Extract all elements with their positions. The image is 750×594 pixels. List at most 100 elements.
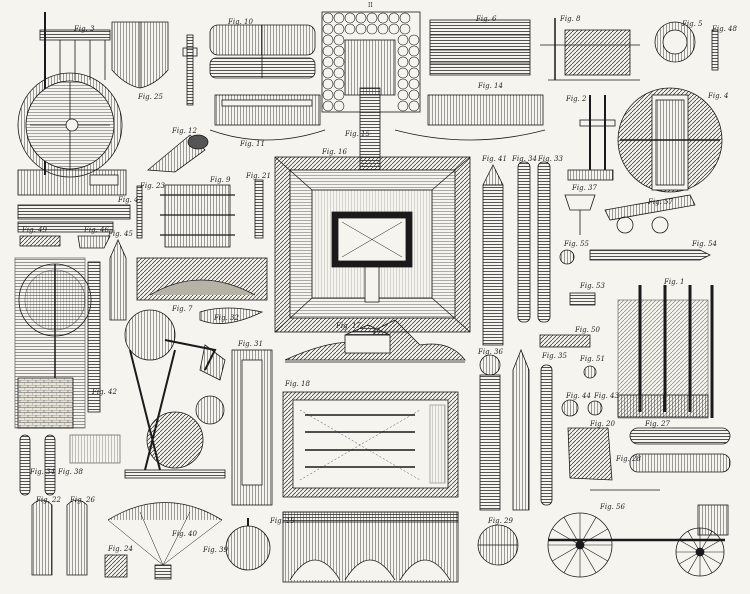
shot-ball — [333, 34, 345, 46]
shot-ball — [397, 34, 409, 46]
fig28-label: Fig. 28 — [616, 455, 641, 463]
fig2-label: Fig. 2 — [566, 95, 587, 103]
fig3-wheel-machine — [17, 12, 127, 196]
fig11-label: Fig. 11 — [240, 140, 265, 148]
fig32-label: Fig. 32 — [214, 314, 239, 322]
shot-ball — [408, 56, 420, 68]
fig12-label: Fig. 12 — [172, 127, 197, 135]
shot-ball — [397, 67, 409, 79]
fig43-label: Fig. 43 — [594, 392, 619, 400]
wheel-spoke — [699, 551, 721, 565]
fig50-pile — [136, 257, 268, 301]
wheel-spoke — [687, 551, 701, 573]
fig21-label: Fig. 21 — [246, 172, 271, 180]
fig8-label: Fig. 8 — [560, 15, 581, 23]
shot-ball — [333, 56, 345, 68]
fig34b-label: Fig. 34 — [30, 468, 55, 476]
fig37-label: Fig. 37 — [572, 184, 597, 192]
shot-ball — [322, 56, 334, 68]
shot-ball — [377, 23, 389, 35]
shot-ball — [322, 89, 334, 101]
wheel-spoke — [699, 539, 721, 553]
shot-ball — [377, 12, 389, 24]
fig15-ball-ring — [322, 12, 420, 112]
shot-ball — [322, 45, 334, 57]
shot-ball — [366, 12, 378, 24]
fig39-label: Fig. 39 — [203, 546, 228, 554]
fig5-label: Fig. 5 — [682, 20, 703, 28]
shot-ball — [344, 23, 356, 35]
wheel-spoke — [699, 531, 713, 553]
fig7-label: Fig. 7 — [172, 305, 193, 313]
fig51-label: Fig. 51 — [580, 355, 605, 363]
fig35-label: Fig. 35 — [542, 352, 567, 360]
shot-ball — [355, 12, 367, 24]
shot-ball — [408, 78, 420, 90]
fig57-cannon — [604, 194, 696, 234]
fig53-label: Fig. 53 — [580, 282, 605, 290]
shot-ball — [388, 23, 400, 35]
fig9-stack — [160, 184, 235, 248]
fig23-label: Fig. 23 — [140, 182, 165, 190]
shot-ball — [397, 56, 409, 68]
fig16-fortress-plan — [274, 156, 471, 333]
fig29-label: Fig. 29 — [488, 517, 513, 525]
shot-ball — [344, 12, 356, 24]
shot-ball — [399, 23, 411, 35]
shot-ball — [322, 34, 334, 46]
fig17-landscape — [284, 319, 466, 363]
fig2-gear-wheel — [14, 257, 92, 429]
fig17-label: Fig. 17 — [336, 322, 361, 330]
fig47-label: Fig. 47 — [118, 196, 143, 204]
shot-ball — [333, 12, 345, 24]
fig18-gun-rails — [305, 414, 415, 468]
fig34-label: Fig. 34 — [512, 155, 537, 163]
wheel-spoke — [579, 544, 597, 573]
fig20-label: Fig. 20 — [590, 420, 615, 428]
fig8-frame — [540, 18, 640, 81]
wheel-spoke — [563, 517, 581, 546]
fig18-label: Fig. 18 — [285, 380, 310, 388]
wheel-spoke — [699, 551, 713, 573]
shot-ball — [408, 100, 420, 112]
fig10-label: Fig. 10 — [228, 18, 253, 26]
fig40-label: Fig. 40 — [172, 530, 197, 538]
fig22-label: Fig. 22 — [36, 496, 61, 504]
shot-ball — [333, 45, 345, 57]
fig27-label: Fig. 27 — [645, 420, 670, 428]
wheel-spoke — [552, 544, 581, 562]
fig42-label: Fig. 42 — [92, 388, 117, 396]
fig57-label: Fig. 57 — [648, 198, 673, 206]
fig48-label: Fig. 48 — [712, 25, 737, 33]
fig44-label: Fig. 44 — [566, 392, 591, 400]
fig6-label: Fig. 6 — [476, 15, 497, 23]
fig26-label: Fig. 26 — [70, 496, 95, 504]
shot-ball — [333, 100, 345, 112]
fig36-column — [479, 354, 501, 511]
fig36-label: Fig. 36 — [478, 348, 503, 356]
fig19-arcade — [282, 511, 459, 583]
shot-ball — [322, 67, 334, 79]
fig11-section — [209, 94, 326, 141]
fig6-logs — [429, 19, 531, 76]
fig12-mortar — [146, 134, 209, 173]
shot-ball — [322, 12, 334, 24]
fig56-cart — [547, 489, 729, 578]
fig15-label: Fig. 15 — [345, 130, 370, 138]
fig54-rocket — [589, 249, 711, 261]
shot-ball — [322, 23, 334, 35]
fig41-column — [482, 164, 504, 346]
shot-ball — [408, 34, 420, 46]
shot-ball — [408, 45, 420, 57]
plate-number: II — [368, 2, 373, 9]
fig10-drum — [209, 24, 316, 79]
fig46-label: Fig. 46 — [84, 226, 109, 234]
fig19-label: Fig. 19 — [270, 517, 295, 525]
fig39-bomb — [225, 518, 271, 571]
fig31-channel — [231, 349, 273, 506]
fig18-magazine-plan — [282, 391, 459, 498]
fig56-label: Fig. 56 — [600, 503, 625, 511]
fig45-label: Fig. 45 — [108, 230, 133, 238]
